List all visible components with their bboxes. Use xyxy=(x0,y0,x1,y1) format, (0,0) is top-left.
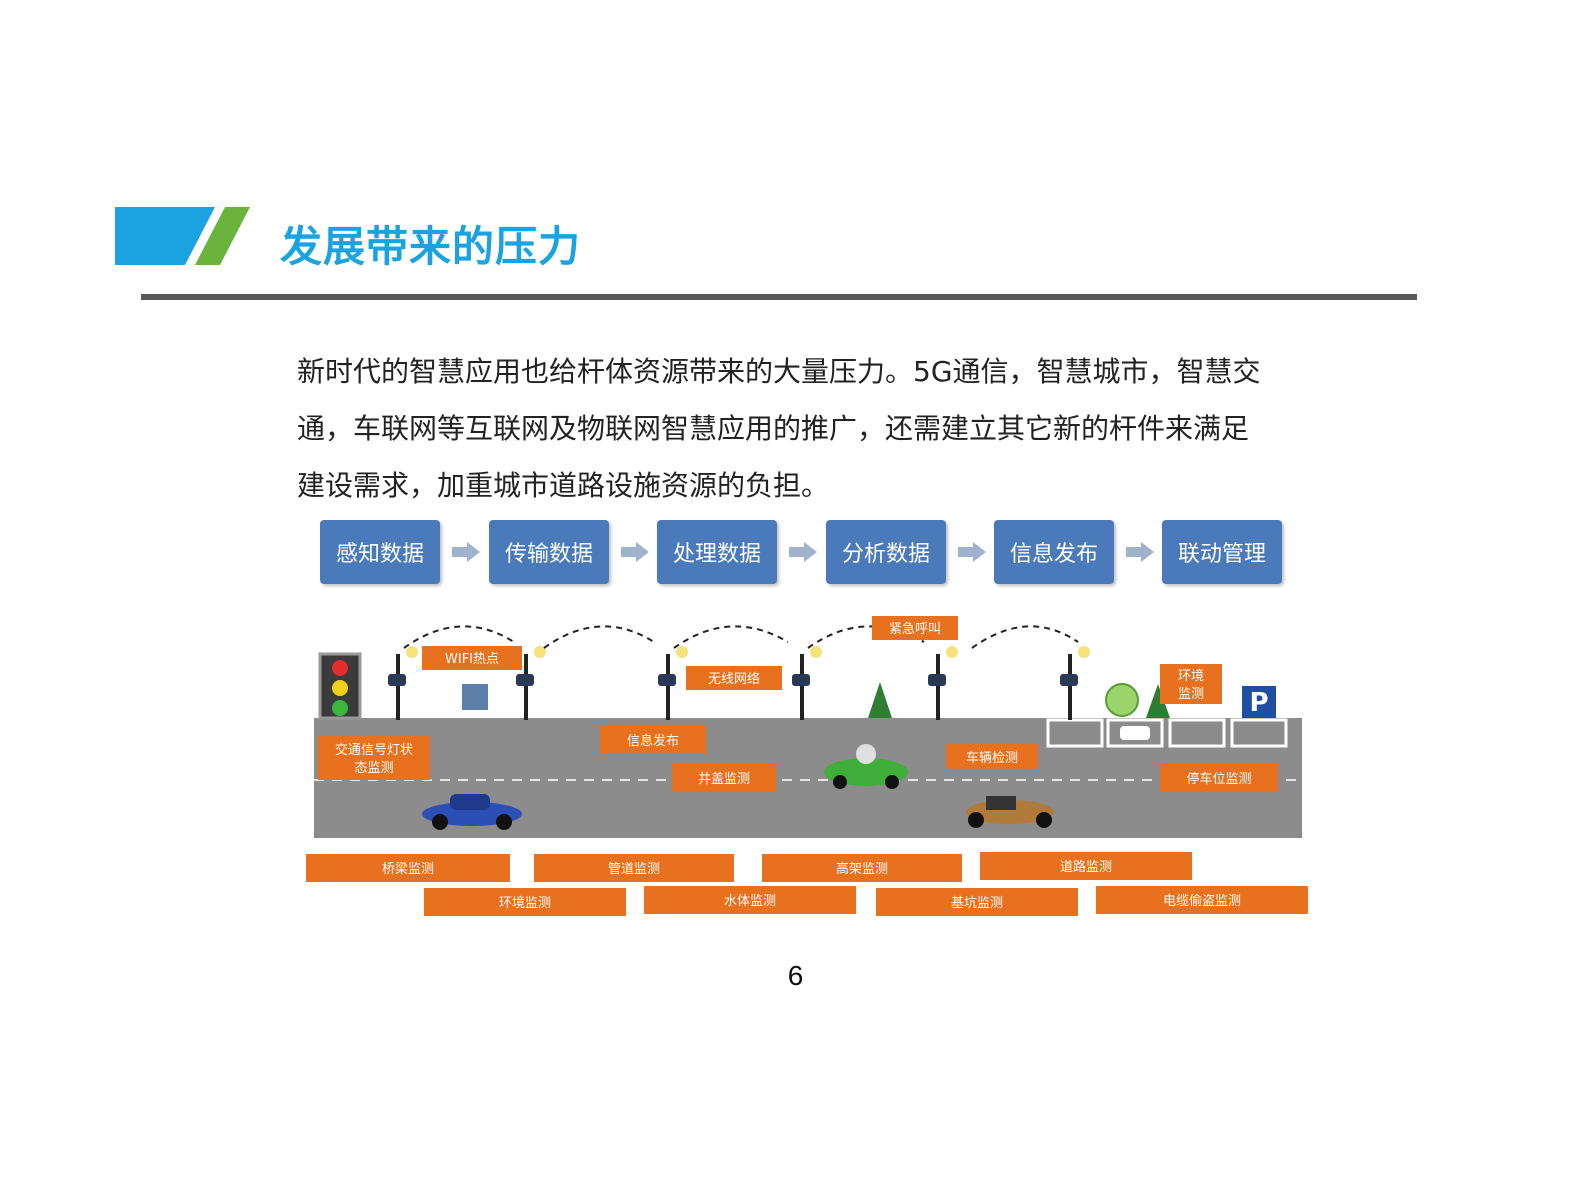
bottom-label-water xyxy=(644,886,856,914)
pole-sensor-icons xyxy=(388,674,1078,686)
bottom-label-bridge-text: 桥梁监测 xyxy=(382,862,434,877)
parking-sign-icon xyxy=(1242,686,1276,718)
bottom-label-foundation-pit xyxy=(876,888,1078,916)
callout-wifi: WIFI热点 xyxy=(422,646,522,670)
body-line-2: 通，车联网等互联网及物联网智慧应用的推广，还需建立其它新的杆件来满足 xyxy=(297,412,1250,445)
bottom-label-road xyxy=(980,852,1192,880)
title-divider xyxy=(141,294,1417,300)
callout-vehicle: 车辆检测 xyxy=(946,744,1038,770)
bottom-label-environment-text: 环境监测 xyxy=(499,896,551,911)
green-car-icon xyxy=(824,744,908,789)
parking-bays xyxy=(1046,718,1288,748)
blue-car-icon xyxy=(422,794,522,830)
bottom-label-foundation-pit-text: 基坑监测 xyxy=(951,896,1003,911)
bottom-labels-row-2: 环境监测 水体监测 基坑监测 电缆偷盗监测 xyxy=(424,886,1308,916)
svg-text:停车位监测: 停车位监测 xyxy=(1186,771,1251,787)
callout-emergency: 紧急呼叫 xyxy=(872,616,958,640)
bottom-label-viaduct-text: 高架监测 xyxy=(836,861,888,877)
user-icon xyxy=(462,684,488,710)
callout-parking: 停车位监测 xyxy=(1160,764,1278,792)
signal-arcs xyxy=(403,625,1079,649)
smart-street-illustration: P WIFI热点 无线网络 紧急呼叫 环境 监测 交通信号灯状 态监 xyxy=(306,616,1308,916)
body-line-1: 新时代的智慧应用也给杆体资源带来的大量压力。5G通信，智慧城市，智慧交 xyxy=(297,355,1261,388)
bottom-label-bridge xyxy=(306,854,510,882)
page-title: 发展带来的压力 xyxy=(280,222,582,271)
bottom-label-environment xyxy=(424,888,626,916)
flow-step-process: 处理数据 xyxy=(657,520,777,584)
callout-wireless: 无线网络 xyxy=(686,666,782,690)
bottom-label-road-text: 道路监测 xyxy=(1060,859,1112,875)
page-number: 6 xyxy=(787,960,804,991)
flow-step-linkage: 联动管理 xyxy=(1162,520,1282,584)
svg-text:WIFI热点: WIFI热点 xyxy=(445,652,499,667)
flow-arrow-icon xyxy=(1126,542,1154,562)
title-accent-shape xyxy=(115,207,250,265)
bottom-label-pipe-text: 管道监测 xyxy=(608,862,660,877)
tree-icons xyxy=(868,682,1170,718)
street-lamp-icons xyxy=(406,646,1090,658)
flow-arrow-icon xyxy=(621,542,649,562)
svg-text:交通信号灯状: 交通信号灯状 xyxy=(335,742,413,758)
svg-text:紧急呼叫: 紧急呼叫 xyxy=(889,622,941,637)
callout-traffic-light: 交通信号灯状 态监测 xyxy=(318,736,430,780)
bottom-label-pipe xyxy=(534,854,734,882)
svg-text:无线网络: 无线网络 xyxy=(708,671,760,687)
svg-text:车辆检测: 车辆检测 xyxy=(966,750,1018,766)
body-line-3: 建设需求，加重城市道路设施资源的负担。 xyxy=(297,469,830,502)
parking-sign-letter: P xyxy=(1249,688,1268,718)
callout-manhole: 井盖监测 xyxy=(672,764,776,792)
bottom-label-viaduct xyxy=(762,854,962,882)
bottom-labels-row-1: 桥梁监测 管道监测 高架监测 道路监测 xyxy=(306,852,1192,882)
smart-poles xyxy=(396,654,1072,720)
flow-step-publish: 信息发布 xyxy=(994,520,1114,584)
flow-step-analyze: 分析数据 xyxy=(826,520,946,584)
flow-step-sense: 感知数据 xyxy=(320,520,440,584)
traffic-light-icon xyxy=(318,652,362,720)
flow-step-transmit: 传输数据 xyxy=(489,520,609,584)
svg-text:态监测: 态监测 xyxy=(354,761,393,776)
bottom-label-water-text: 水体监测 xyxy=(724,894,776,909)
data-flow-diagram: 感知数据 传输数据 处理数据 分析数据 信息发布 联动管理 xyxy=(320,520,1290,584)
flow-arrow-icon xyxy=(452,542,480,562)
svg-text:监测: 监测 xyxy=(1178,687,1204,702)
callout-info-publish: 信息发布 xyxy=(600,726,706,754)
bottom-label-cable-theft-text: 电缆偷盗监测 xyxy=(1163,893,1241,909)
svg-text:环境: 环境 xyxy=(1178,669,1204,684)
bottom-label-cable-theft xyxy=(1096,886,1308,914)
callout-environment: 环境 监测 xyxy=(1160,664,1222,704)
svg-text:信息发布: 信息发布 xyxy=(627,733,679,749)
environment-sensor-icon xyxy=(1105,683,1139,717)
parked-car xyxy=(1120,726,1150,740)
flow-arrow-icon xyxy=(958,542,986,562)
svg-text:井盖监测: 井盖监测 xyxy=(698,772,750,787)
hotrod-car-icon xyxy=(966,796,1054,828)
body-paragraph: 新时代的智慧应用也给杆体资源带来的大量压力。5G通信，智慧城市，智慧交 通，车联… xyxy=(297,343,1337,514)
flow-arrow-icon xyxy=(789,542,817,562)
